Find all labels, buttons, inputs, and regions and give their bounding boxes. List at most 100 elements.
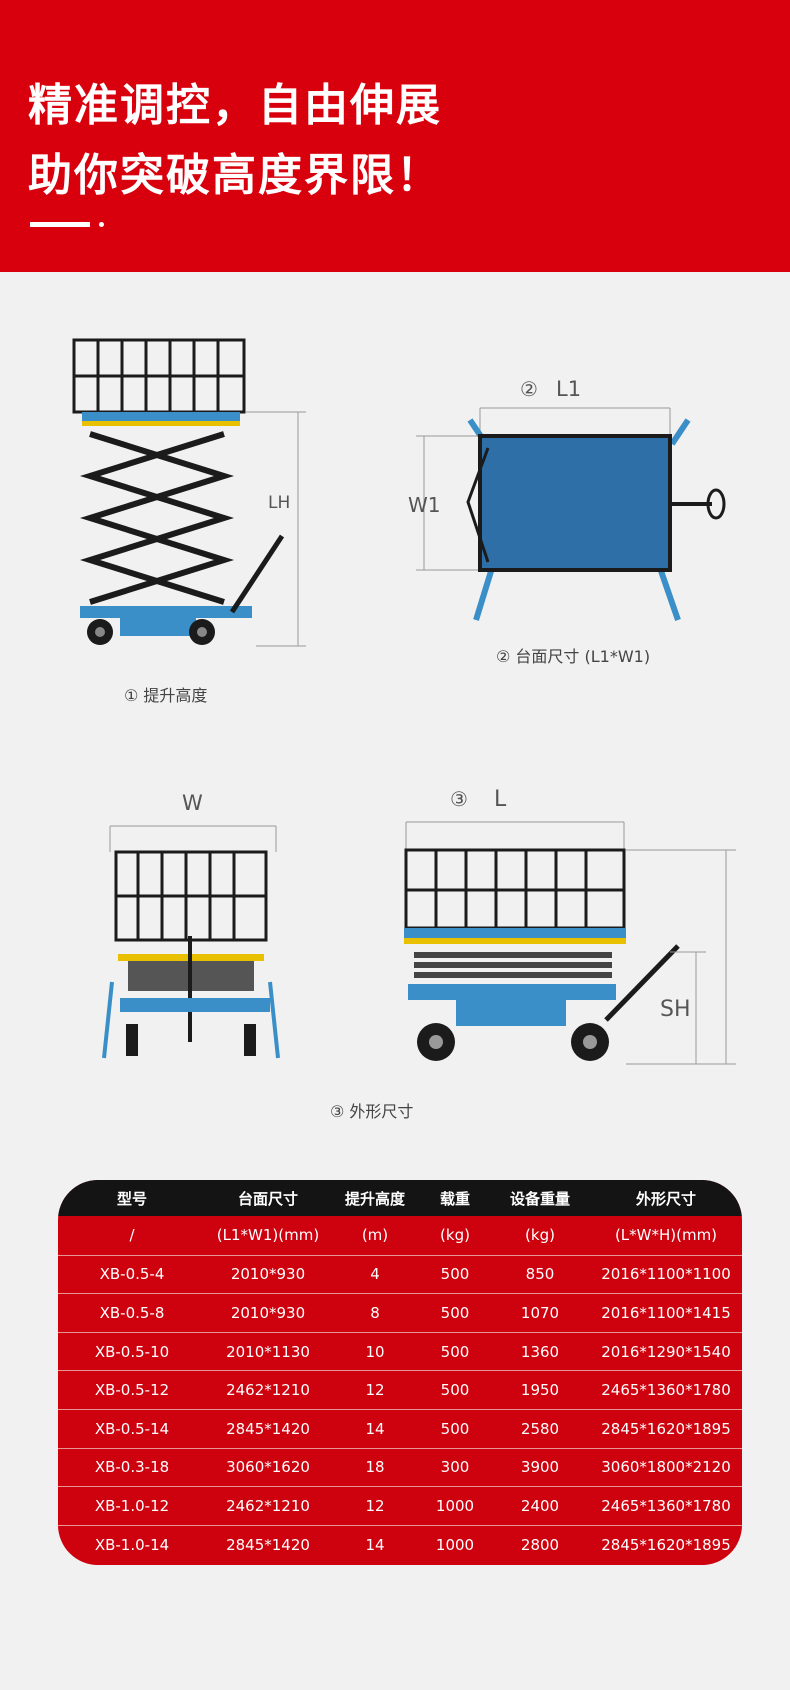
cell-model: XB-0.5-10	[94, 1342, 170, 1361]
cell-overall-size: 2465*1360*1780	[601, 1381, 731, 1400]
header-model: 型号	[116, 1189, 147, 1208]
cell-load: 500	[440, 1381, 470, 1400]
spec-table-header: 型号 台面尺寸 提升高度 载重 设备重量 外形尺寸	[58, 1180, 742, 1216]
cell-platform-size: 2010*1130	[226, 1342, 310, 1361]
outrigger-legs	[467, 418, 691, 621]
platform-top	[478, 434, 672, 572]
cell-platform-size: 2462*1210	[226, 1381, 310, 1400]
side-battery-box	[456, 1000, 566, 1026]
cell-platform-size: 3060*1620	[226, 1458, 310, 1477]
cell-lift-height: 14	[365, 1419, 385, 1438]
sh-dimension-line	[626, 849, 736, 1065]
platform-size-diagram: ② L1 W1	[408, 377, 726, 621]
front-wheel-left	[126, 1024, 138, 1056]
header-lift-height: 提升高度	[344, 1189, 405, 1208]
header-weight: 设备重量	[509, 1189, 570, 1208]
table-row: XB-1.0-14 2845*1420 14 1000 2800 2845*16…	[58, 1524, 742, 1564]
table-row: XB-0.3-18 3060*1620 18 300 3900 3060*180…	[58, 1447, 742, 1487]
side-scissor-stack	[414, 952, 612, 978]
lh-label: LH	[268, 493, 290, 513]
side-guard-rail	[404, 848, 626, 930]
front-bumper	[466, 447, 490, 563]
cell-model: XB-0.5-8	[99, 1303, 165, 1322]
cell-platform-size: 2845*1420	[226, 1419, 310, 1438]
header-load: 载重	[439, 1189, 470, 1208]
cell-overall-size: 2465*1360*1780	[601, 1496, 731, 1515]
w1-label: W1	[408, 493, 441, 517]
hero-banner: 精准调控，自由伸展 助你突破高度界限！	[0, 0, 790, 272]
w-dimension-line	[109, 825, 277, 852]
cell-model: XB-0.5-4	[99, 1265, 165, 1284]
cell-weight: 3900	[520, 1458, 560, 1477]
table-row: XB-0.5-12 2462*1210 12 500 1950 2465*136…	[58, 1370, 742, 1409]
cell-load: 500	[440, 1342, 470, 1361]
unit-model: /	[129, 1226, 135, 1245]
lift-height-caption: ① 提升高度	[124, 686, 208, 705]
cell-overall-size: 2016*1290*1540	[601, 1342, 731, 1361]
w-label: W	[182, 791, 203, 815]
cell-lift-height: 8	[370, 1303, 380, 1322]
lh-dimension-line	[246, 411, 306, 647]
cell-weight: 1070	[520, 1303, 560, 1322]
cell-model: XB-0.5-14	[94, 1419, 170, 1438]
cell-overall-size: 2845*1620*1895	[601, 1419, 731, 1438]
top-view-marker: ②	[520, 377, 538, 401]
side-view-marker: ③	[450, 787, 468, 811]
cell-load: 500	[440, 1419, 470, 1438]
platform-size-caption: ② 台面尺寸 (L1*W1)	[496, 647, 651, 666]
hero-divider	[30, 222, 90, 227]
w1-dimension-line	[416, 435, 480, 571]
guard-rail	[72, 338, 246, 414]
lift-height-diagram: LH	[72, 338, 306, 647]
header-overall-size: 外形尺寸	[635, 1189, 696, 1208]
cell-platform-size: 2010*930	[230, 1265, 306, 1284]
cell-model: XB-0.3-18	[94, 1458, 170, 1477]
side-tow-bar	[604, 944, 680, 1022]
cell-weight: 1360	[520, 1342, 560, 1361]
cell-overall-size: 3060*1800*2120	[601, 1458, 731, 1477]
side-wheel-rear-hub	[583, 1035, 597, 1049]
front-wheel-right	[244, 1024, 256, 1056]
unit-overall-size: (L*W*H)(mm)	[614, 1226, 718, 1245]
l1-dimension-line	[479, 407, 671, 436]
side-platform-deck	[404, 928, 626, 938]
cell-weight: 1950	[520, 1381, 560, 1400]
side-warning-stripe	[404, 938, 626, 944]
l-label: L	[494, 787, 507, 812]
cell-load: 500	[440, 1303, 470, 1322]
tow-handle	[706, 488, 726, 520]
table-row: XB-0.5-14 2845*1420 14 500 2580 2845*162…	[58, 1408, 742, 1448]
units-row: / (L1*W1)(mm) (m) (kg) (kg) (L*W*H)(mm)	[58, 1216, 742, 1255]
cell-lift-height: 12	[365, 1496, 385, 1515]
table-row: XB-0.5-4 2010*930 4 500 850 2016*1100*11…	[58, 1254, 742, 1294]
l-dimension-line	[405, 821, 625, 850]
cell-overall-size: 2016*1100*1415	[601, 1303, 731, 1322]
cell-model: XB-0.5-12	[94, 1381, 170, 1400]
cell-load: 1000	[435, 1535, 475, 1554]
front-guard-rail	[114, 850, 268, 942]
scissor-arms	[79, 431, 235, 605]
hero-title-line-1: 精准调控，自由伸展	[28, 80, 442, 131]
cell-lift-height: 12	[365, 1381, 385, 1400]
cell-load: 300	[440, 1458, 470, 1477]
cell-weight: 2580	[520, 1419, 560, 1438]
cell-load: 1000	[435, 1496, 475, 1515]
cell-load: 500	[440, 1265, 470, 1284]
cell-overall-size: 2016*1100*1100	[601, 1265, 731, 1284]
outline-size-caption: ③ 外形尺寸	[330, 1102, 414, 1121]
chassis	[80, 534, 285, 645]
cell-model: XB-1.0-14	[94, 1535, 170, 1554]
cell-platform-size: 2010*930	[230, 1303, 306, 1322]
hero-title-line-2: 助你突破高度界限！	[28, 150, 442, 201]
cell-lift-height: 18	[365, 1458, 385, 1477]
spec-table: 型号 台面尺寸 提升高度 载重 设备重量 外形尺寸 / (L1*W1)(mm) …	[58, 1180, 742, 1565]
cell-weight: 850	[525, 1265, 555, 1284]
table-row: XB-0.5-10 2010*1130 10 500 1360 2016*129…	[58, 1331, 742, 1371]
cell-weight: 2400	[520, 1496, 560, 1515]
front-chassis	[120, 998, 270, 1012]
side-view-diagram: ③ L SH	[404, 787, 736, 1065]
cell-weight: 2800	[520, 1535, 560, 1554]
sh-label: SH	[660, 997, 691, 1022]
hero-divider-dot	[99, 222, 104, 227]
unit-lift-height: (m)	[361, 1226, 389, 1245]
